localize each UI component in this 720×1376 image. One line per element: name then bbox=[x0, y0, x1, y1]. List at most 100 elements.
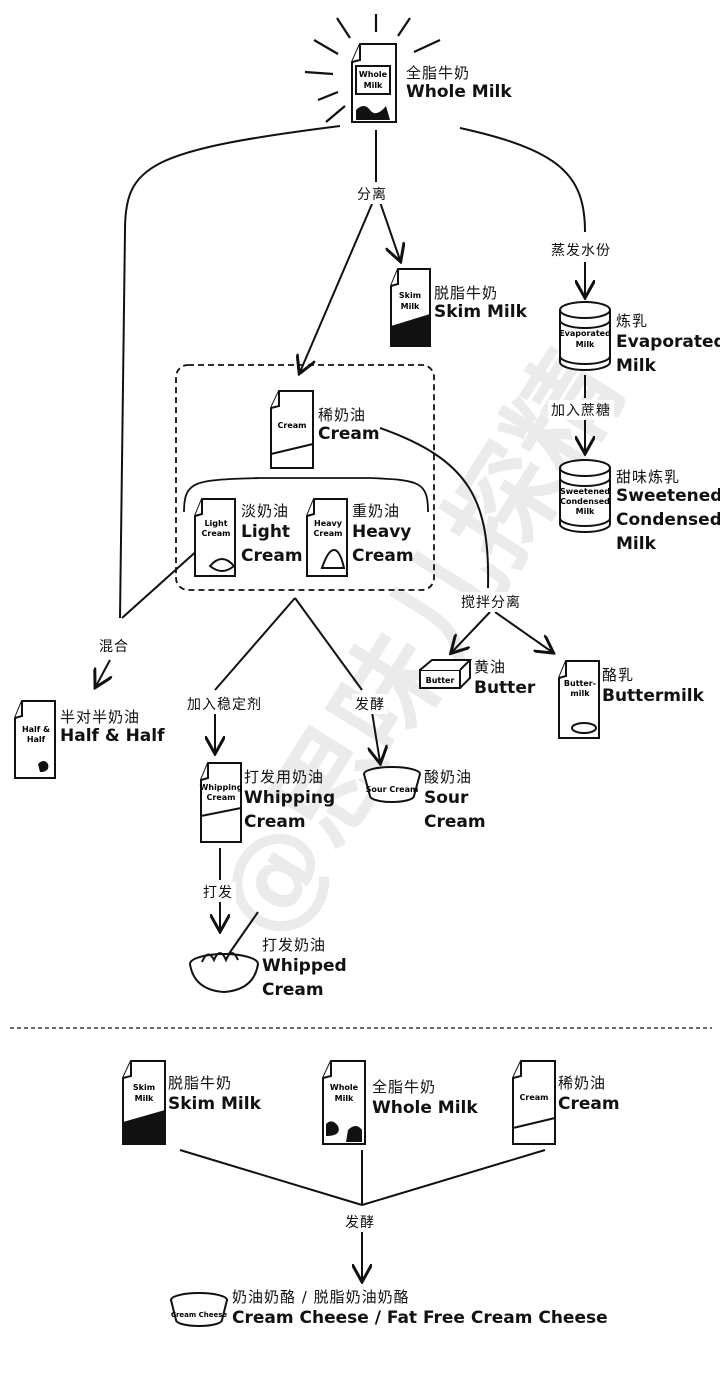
step-add-sugar: 加入蔗糖 bbox=[548, 400, 614, 420]
svg-text:Heavy: Heavy bbox=[314, 519, 343, 528]
svg-text:Evaporated: Evaporated bbox=[559, 329, 611, 338]
arrow-box-to-stabilizer bbox=[214, 597, 296, 691]
half-half-en-label: Half & Half bbox=[60, 726, 165, 746]
sour-cream-cn-label: 酸奶油 bbox=[424, 768, 473, 786]
arrow-churn-to-buttermilk bbox=[494, 611, 552, 652]
step-ferment: 发酵 bbox=[352, 694, 388, 714]
svg-text:Sour Cream: Sour Cream bbox=[366, 785, 419, 794]
light-cream-en-label: Light Cream bbox=[241, 522, 303, 566]
sweetened-condensed-can-icon: Sweetened Condensed Milk bbox=[559, 459, 611, 533]
cream-en-label: Cream bbox=[318, 424, 380, 444]
sour-cream-tub-icon: Sour Cream bbox=[363, 766, 421, 803]
svg-text:Milk: Milk bbox=[135, 1094, 154, 1103]
whipped-cn-label: 打发奶油 bbox=[262, 936, 327, 954]
arrow-separate-to-skim bbox=[379, 201, 400, 260]
svg-text:Cream: Cream bbox=[207, 793, 236, 802]
sunburst-rays bbox=[304, 14, 441, 123]
whipped-cream-bowl-icon bbox=[189, 911, 259, 994]
bottom-cream-en-label: Cream bbox=[558, 1094, 620, 1114]
svg-text:Milk: Milk bbox=[335, 1094, 354, 1103]
half-and-half-carton-icon: Half & Half bbox=[14, 700, 56, 779]
svg-text:Milk: Milk bbox=[401, 302, 420, 311]
whole-milk-cn-label: 全脂牛奶 bbox=[406, 64, 471, 82]
sweetened-en-label: Sweetened Condensed Milk bbox=[616, 486, 720, 554]
whole-milk-carton-icon: Whole Milk bbox=[351, 43, 397, 123]
arrow-mix-to-halfhalf bbox=[96, 659, 110, 686]
step-mix: 混合 bbox=[96, 636, 132, 656]
arrow-whole-to-mix bbox=[119, 125, 341, 619]
whipping-cream-carton-icon: Whipping Cream bbox=[200, 762, 243, 843]
bottom-skim-cn-label: 脱脂牛奶 bbox=[168, 1074, 233, 1092]
svg-text:Milk: Milk bbox=[364, 81, 383, 90]
svg-text:Cream: Cream bbox=[314, 529, 343, 538]
bottom-whole-milk-carton-icon: Whole Milk bbox=[322, 1060, 366, 1145]
step-separate: 分离 bbox=[354, 184, 390, 204]
cream-cheese-tub-icon: Cream Cheese bbox=[170, 1292, 228, 1327]
svg-text:Butter: Butter bbox=[426, 676, 455, 685]
svg-text:Sweetened: Sweetened bbox=[560, 487, 610, 496]
svg-text:Half &: Half & bbox=[22, 725, 50, 734]
svg-text:Cream: Cream bbox=[278, 421, 307, 430]
butter-block-icon: Butter bbox=[419, 659, 472, 689]
arrow-churn-to-butter bbox=[452, 611, 491, 652]
butter-en-label: Butter bbox=[474, 678, 536, 698]
sour-cream-en-label: Sour Cream bbox=[424, 788, 486, 832]
whipping-en-label: Whipping Cream bbox=[244, 788, 336, 832]
bottom-cream-cn-label: 稀奶油 bbox=[558, 1074, 607, 1092]
svg-text:Butter-: Butter- bbox=[564, 679, 596, 688]
svg-text:milk: milk bbox=[570, 689, 590, 698]
svg-text:Milk: Milk bbox=[576, 340, 595, 349]
arrow-whole-to-evaporate bbox=[459, 127, 586, 233]
light-cream-carton-icon: Light Cream bbox=[194, 498, 236, 577]
bottom-whole-en-label: Whole Milk bbox=[372, 1098, 478, 1118]
arrow-cream-to-churn bbox=[379, 427, 490, 589]
skim-milk-cn-label: 脱脂牛奶 bbox=[434, 284, 499, 302]
svg-text:Cream Cheese: Cream Cheese bbox=[171, 1311, 228, 1319]
svg-text:Cream: Cream bbox=[520, 1093, 549, 1102]
arrow-lightcream-to-mix bbox=[121, 547, 201, 619]
svg-text:Light: Light bbox=[204, 519, 227, 528]
step-add-stabilizer: 加入稳定剂 bbox=[184, 694, 265, 714]
svg-text:Condensed: Condensed bbox=[560, 497, 610, 506]
svg-text:Whipping: Whipping bbox=[200, 783, 243, 792]
skim-milk-en-label: Skim Milk bbox=[434, 302, 527, 322]
step-churn: 搅拌分离 bbox=[458, 592, 524, 612]
step-evaporate: 蒸发水份 bbox=[548, 240, 614, 260]
evaporated-cn-label: 炼乳 bbox=[616, 312, 649, 330]
bottom-cream-carton-icon: Cream bbox=[512, 1060, 556, 1145]
butter-cn-label: 黄油 bbox=[474, 658, 507, 676]
bottom-skim-milk-carton-icon: Skim Milk bbox=[122, 1060, 166, 1145]
svg-text:Milk: Milk bbox=[576, 507, 595, 516]
heavy-cream-carton-icon: Heavy Cream bbox=[306, 498, 348, 577]
step-ferment-bottom: 发酵 bbox=[342, 1212, 378, 1232]
buttermilk-cn-label: 酪乳 bbox=[602, 666, 635, 684]
evaporated-milk-can-icon: Evaporated Milk bbox=[559, 301, 611, 371]
arrow-bottom-skim bbox=[179, 1149, 363, 1206]
svg-text:Whole: Whole bbox=[330, 1083, 359, 1092]
cream-group-box bbox=[175, 364, 435, 591]
heavy-cream-en-label: Heavy Cream bbox=[352, 522, 414, 566]
cream-bracket bbox=[183, 477, 429, 513]
arrow-separate-to-cream bbox=[300, 203, 373, 372]
evaporated-en-label: Evaporated Milk bbox=[616, 332, 720, 376]
whipping-cn-label: 打发用奶油 bbox=[244, 768, 325, 786]
cream-cheese-en-label: Cream Cheese / Fat Free Cream Cheese bbox=[232, 1308, 608, 1328]
bottom-whole-cn-label: 全脂牛奶 bbox=[372, 1078, 437, 1096]
svg-text:Half: Half bbox=[27, 735, 46, 744]
step-whip: 打发 bbox=[200, 882, 236, 902]
whipped-en-label: Whipped Cream bbox=[262, 956, 347, 1000]
svg-text:Whole: Whole bbox=[359, 70, 388, 79]
light-cream-cn-label: 淡奶油 bbox=[241, 502, 290, 520]
whole-milk-en-label: Whole Milk bbox=[406, 82, 512, 102]
buttermilk-carton-icon: Butter- milk bbox=[558, 660, 600, 739]
cream-carton-icon: Cream bbox=[270, 390, 314, 469]
svg-text:Skim: Skim bbox=[133, 1083, 155, 1092]
sweetened-cn-label: 甜味炼乳 bbox=[616, 468, 681, 486]
bottom-skim-en-label: Skim Milk bbox=[168, 1094, 261, 1114]
svg-text:Skim: Skim bbox=[399, 291, 421, 300]
cream-cn-label: 稀奶油 bbox=[318, 406, 367, 424]
arrow-ferment-to-sour bbox=[372, 711, 380, 762]
skim-milk-carton-icon: Skim Milk bbox=[390, 268, 431, 347]
